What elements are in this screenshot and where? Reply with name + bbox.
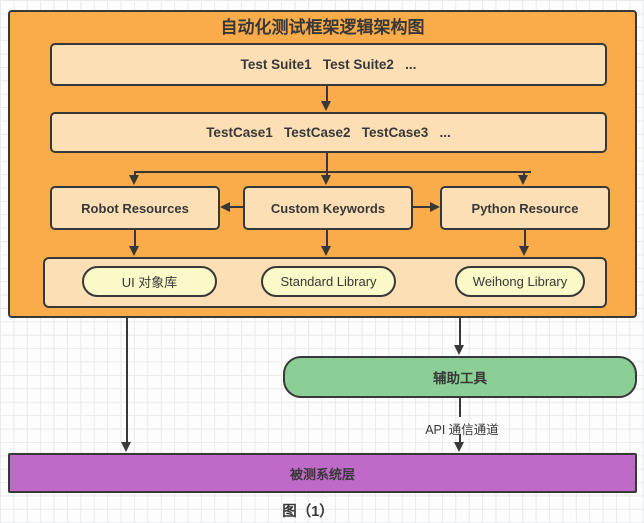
sut-layer-box: 被测系统层 [8,453,637,493]
branch-stub-right [523,171,525,177]
arrowhead-framework-to-sut [121,442,131,452]
figure-caption: 图（1） [282,504,334,520]
branch-line-horizontal [134,171,531,173]
test-case-label: TestCase1 TestCase2 TestCase3 ... [206,125,451,140]
branch-line-vertical [326,153,328,175]
arrowhead-custom-to-python [430,202,440,212]
ui-object-library-pill: UI 对象库 [82,266,217,297]
arrowhead-branch-left [129,175,139,185]
arrowhead-robot-to-libs [129,246,139,256]
custom-keywords-box: Custom Keywords [243,186,413,230]
connector-helper-to-api-label [459,398,461,417]
robot-resources-box: Robot Resources [50,186,220,230]
standard-library-label: Standard Library [280,274,377,289]
connector-suite-to-case [326,86,328,103]
python-resource-box: Python Resource [440,186,610,230]
python-resource-label: Python Resource [471,200,579,216]
connector-python-to-libs [524,230,526,247]
test-suite-box: Test Suite1 Test Suite2 ... [50,43,607,86]
connector-custom-to-robot [230,206,243,208]
api-channel-label: API 通信通道 [425,423,499,437]
arrowhead-suite-to-case [321,101,331,111]
connector-custom-to-python [413,206,430,208]
diagram-title: 自动化测试框架逻辑架构图 [220,18,425,37]
connector-framework-to-sut [126,318,128,443]
standard-library-pill: Standard Library [261,266,396,297]
test-suite-label: Test Suite1 Test Suite2 ... [240,57,417,72]
arrowhead-python-to-libs [519,246,529,256]
helper-tool-box: 辅助工具 [283,356,637,398]
weihong-library-label: Weihong Library [472,274,568,289]
arrowhead-helper-to-sut [454,442,464,452]
connector-framework-to-helper [459,318,461,346]
weihong-library-pill: Weihong Library [455,266,585,297]
arrowhead-branch-center [321,175,331,185]
connector-api-label-to-sut [459,434,461,443]
custom-keywords-label: Custom Keywords [270,200,386,216]
arrowhead-custom-to-robot [220,202,230,212]
ui-object-library-label: UI 对象库 [121,275,178,290]
arrowhead-framework-to-helper [454,345,464,355]
arrowhead-custom-to-libs [321,246,331,256]
helper-tool-label: 辅助工具 [433,371,487,386]
test-case-box: TestCase1 TestCase2 TestCase3 ... [50,112,607,153]
connector-custom-to-libs [326,230,328,247]
sut-layer-label: 被测系统层 [289,466,355,482]
branch-stub-left [134,171,136,177]
connector-robot-to-libs [134,230,136,247]
robot-resources-label: Robot Resources [81,200,189,216]
arrowhead-branch-right [518,175,528,185]
